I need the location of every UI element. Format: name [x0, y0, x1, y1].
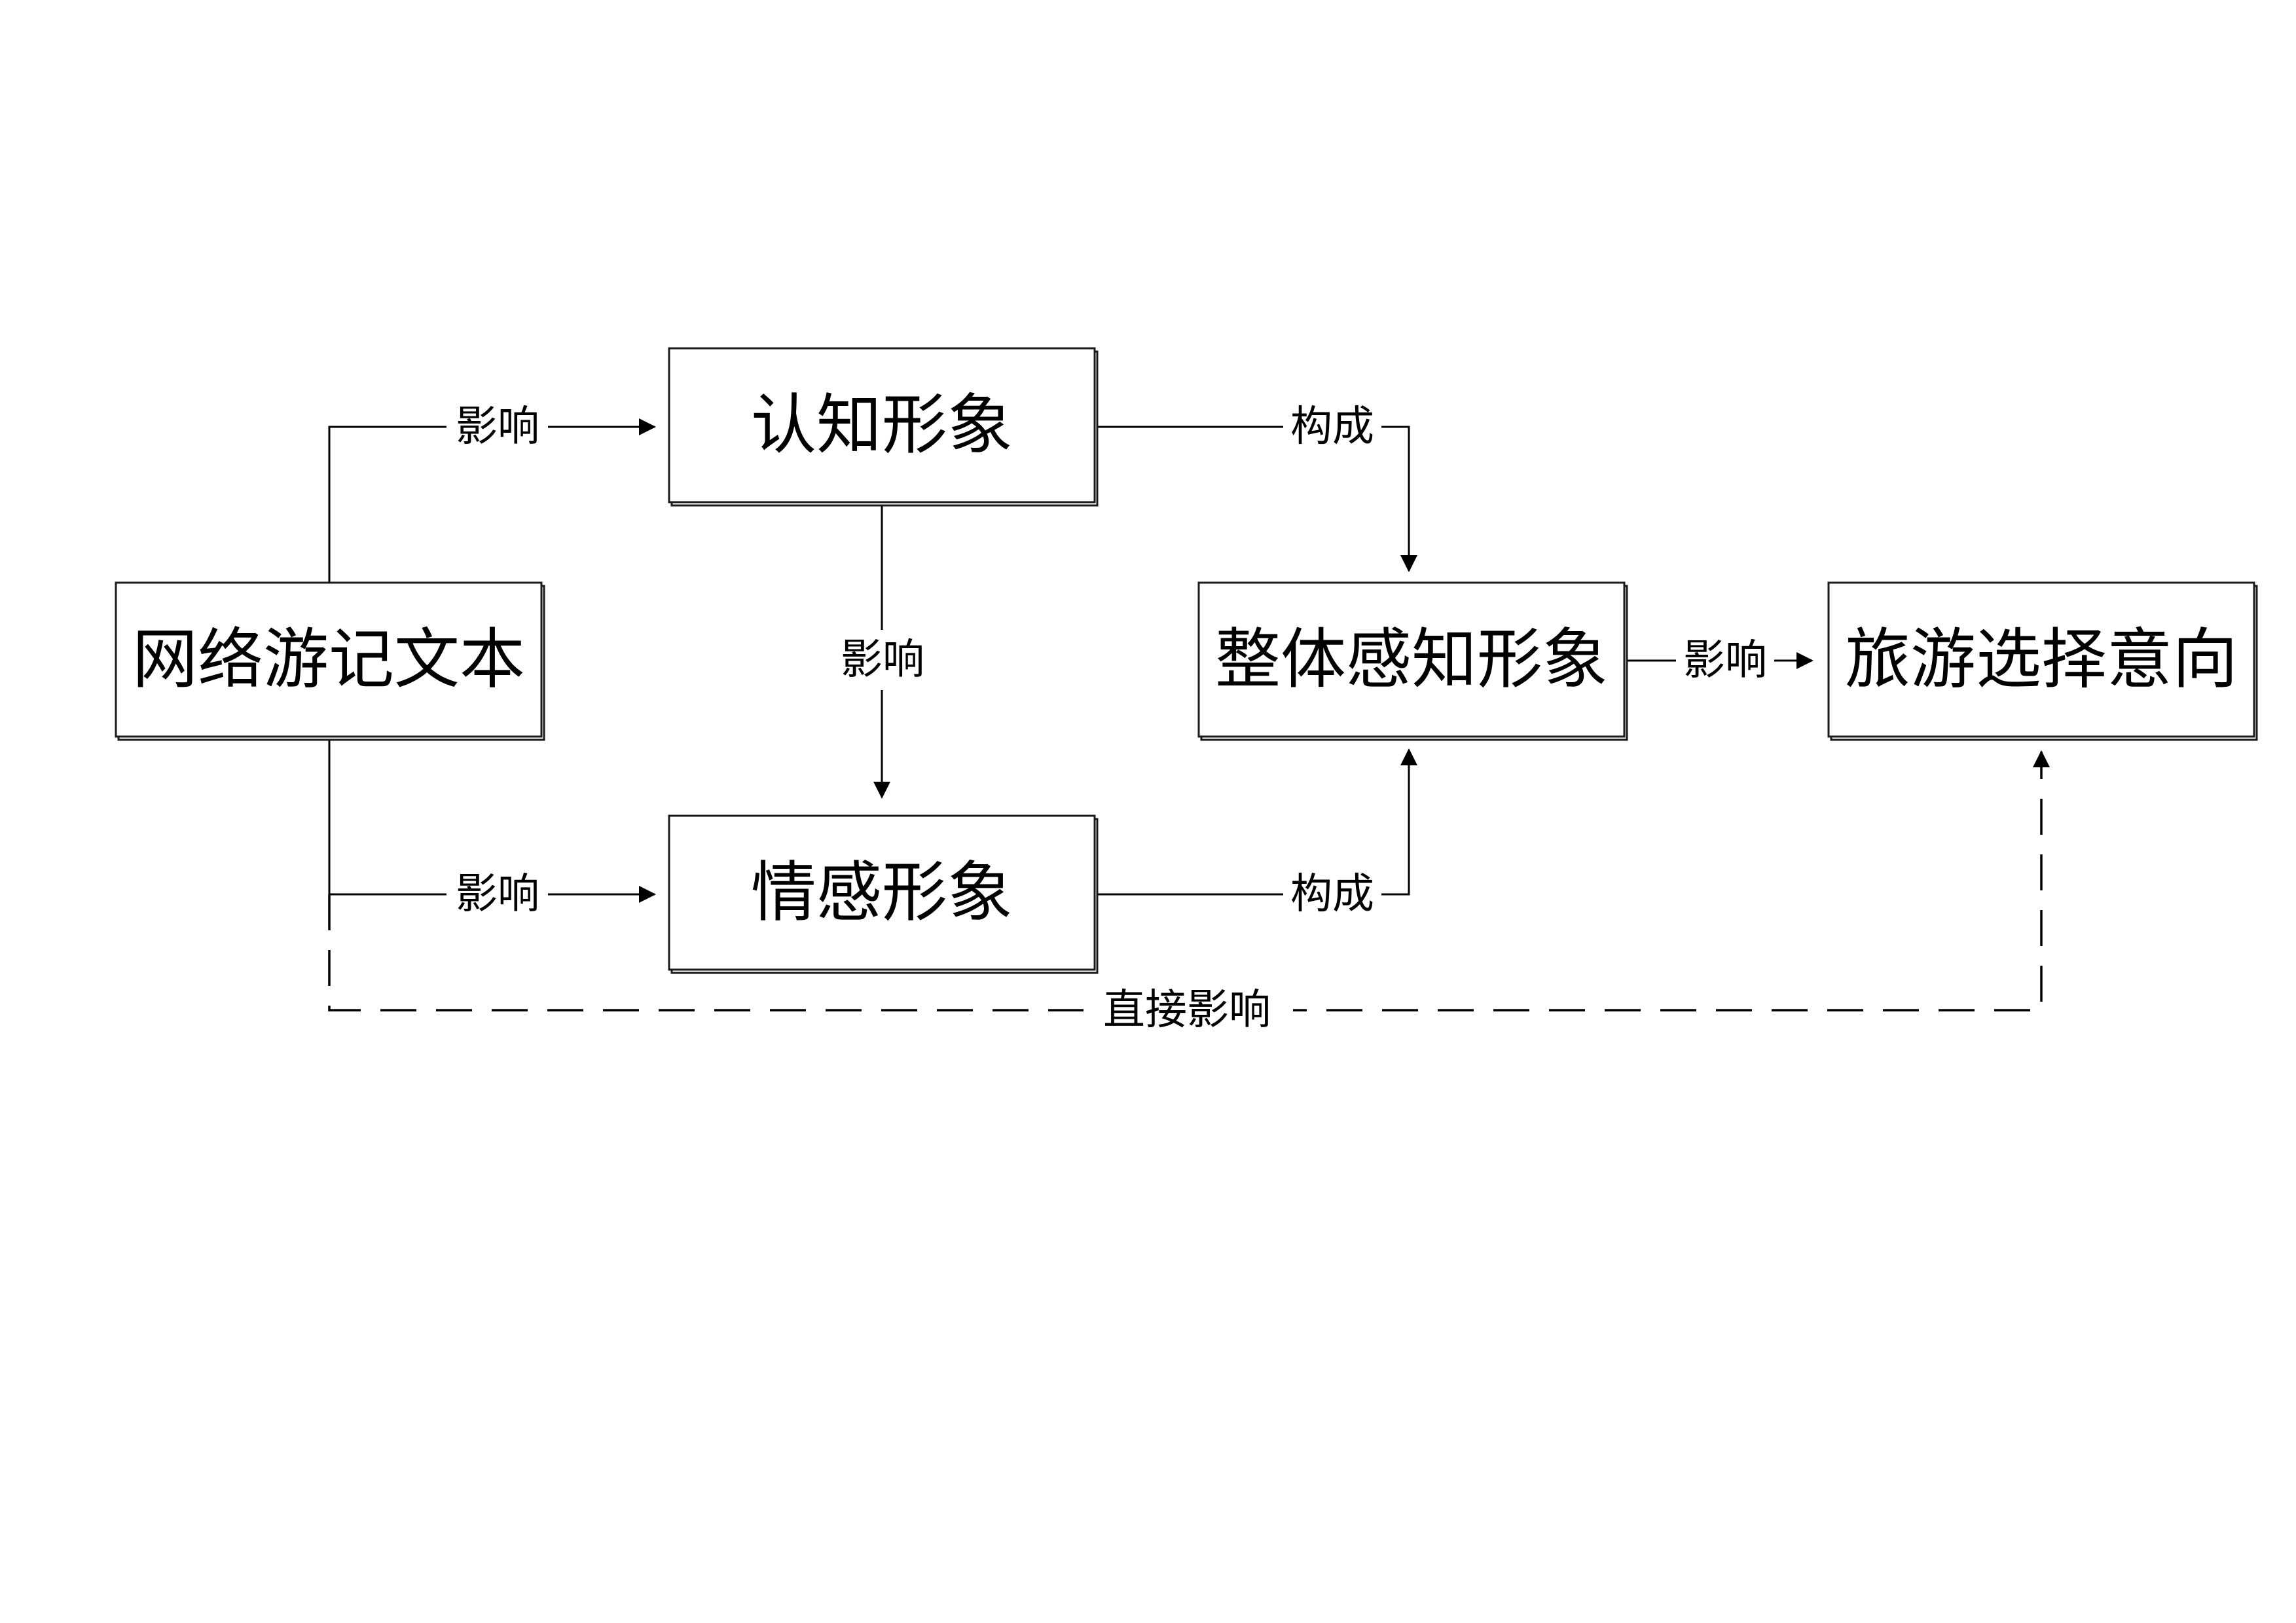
- node-overall-perceived-image: 整体感知形象: [1197, 581, 1628, 741]
- svg-text:影响: 影响: [456, 403, 539, 451]
- label-source-to-affective: 影响: [446, 868, 548, 921]
- edge-affective-to-overall: [1095, 748, 1417, 896]
- svg-text:认知形象: 认知形象: [751, 387, 1013, 464]
- svg-text:情感形象: 情感形象: [751, 854, 1013, 931]
- svg-text:旅游选择意向: 旅游选择意向: [1845, 621, 2238, 698]
- node-online-travelogue: 网络游记文本: [115, 581, 545, 741]
- svg-text:影响: 影响: [456, 870, 539, 919]
- svg-text:构成: 构成: [1290, 403, 1374, 451]
- svg-text:整体感知形象: 整体感知形象: [1215, 621, 1608, 698]
- label-overall-to-intention: 影响: [1676, 634, 1774, 687]
- svg-text:直接影响: 直接影响: [1103, 986, 1271, 1034]
- edge-cognitive-to-overall: [1095, 426, 1417, 572]
- label-source-to-intention: 直接影响: [1084, 982, 1293, 1038]
- label-source-to-cognitive: 影响: [446, 401, 548, 453]
- svg-text:构成: 构成: [1290, 870, 1374, 919]
- edge-source-to-intention: [328, 750, 2050, 1012]
- svg-text:影响: 影响: [1683, 636, 1767, 685]
- label-affective-to-overall: 构成: [1283, 868, 1381, 921]
- svg-text:网络游记文本: 网络游记文本: [132, 621, 525, 698]
- svg-text:影响: 影响: [841, 636, 924, 684]
- label-cognitive-to-overall: 构成: [1283, 401, 1381, 453]
- node-cognitive-image: 认知形象: [668, 347, 1099, 507]
- node-travel-choice-intention: 旅游选择意向: [1827, 581, 2258, 741]
- label-cognitive-to-affective: 影响: [830, 630, 935, 690]
- node-affective-image: 情感形象: [668, 814, 1099, 974]
